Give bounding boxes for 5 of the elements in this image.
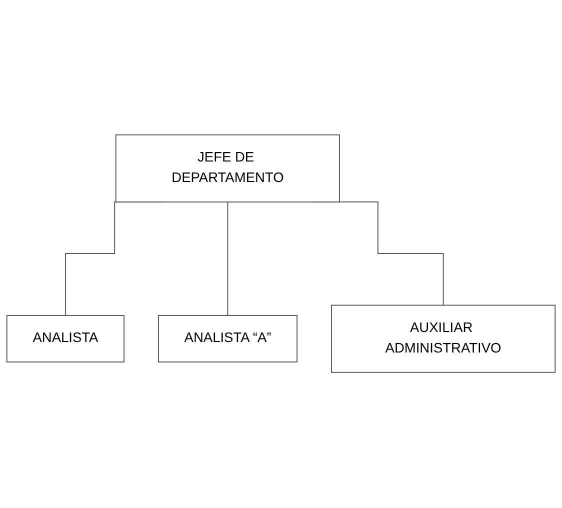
node-box: AUXILIAR ADMINISTRATIVO [331, 305, 556, 374]
node-box: ANALISTA [6, 316, 124, 363]
connector [227, 202, 228, 316]
node-box: ANALISTA “A” [158, 316, 298, 363]
node-box: JEFE DE DEPARTAMENTO [115, 134, 340, 203]
